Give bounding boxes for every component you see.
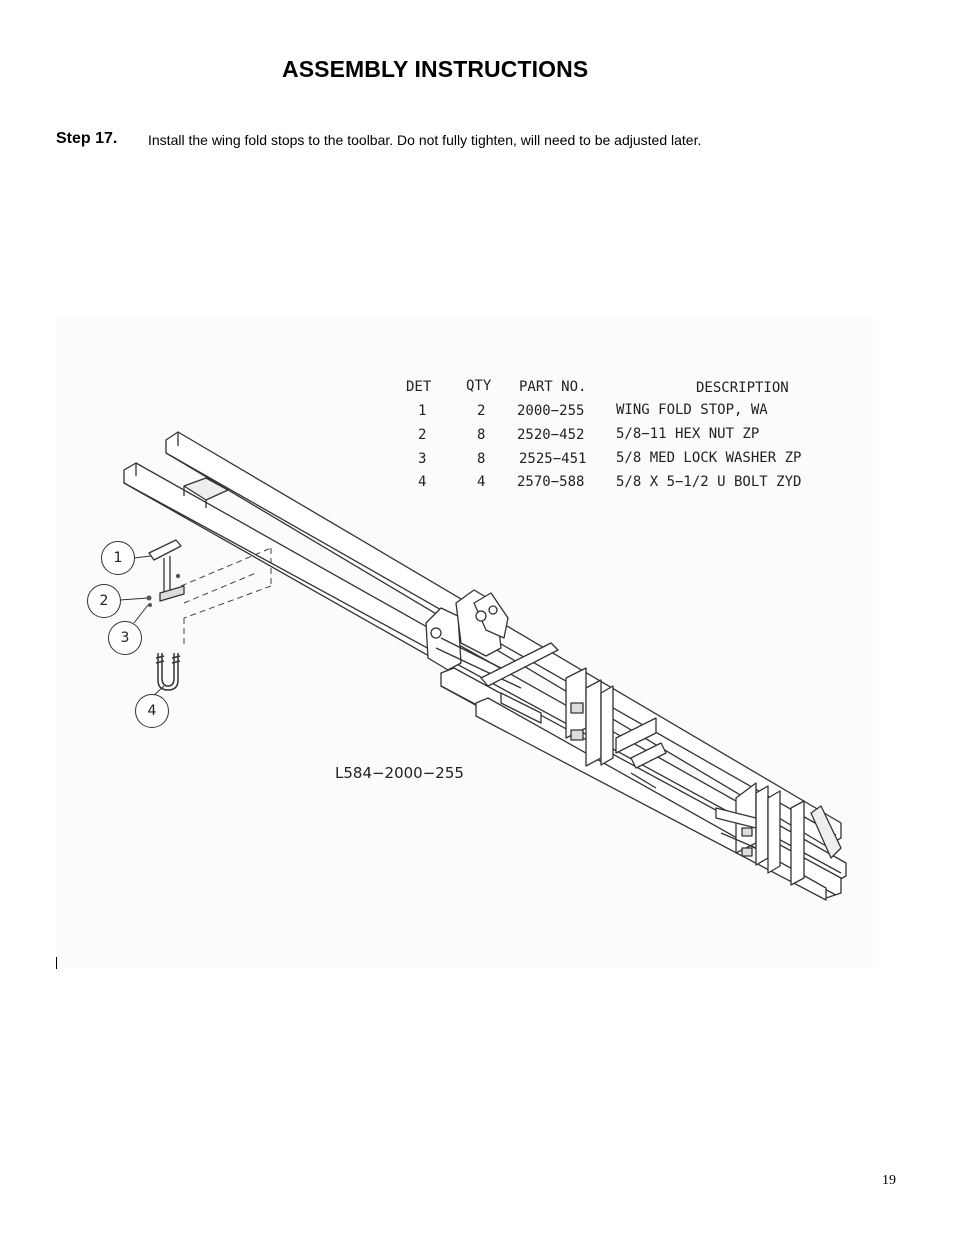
- table-cell: WING FOLD STOP, WA: [616, 402, 768, 418]
- column-header-description: DESCRIPTION: [696, 380, 789, 396]
- column-header-qty: QTY: [466, 378, 492, 394]
- u-bolt-detail: [155, 653, 181, 691]
- assembly-diagram: DET QTY PART NO. DESCRIPTION 1 2 2000−25…: [56, 318, 873, 968]
- table-cell: 2: [477, 403, 486, 419]
- column-header-part-no: PART NO.: [519, 379, 587, 395]
- hinge-brackets: [425, 589, 522, 689]
- margin-mark: [56, 957, 57, 969]
- page-title: ASSEMBLY INSTRUCTIONS: [282, 56, 589, 82]
- table-cell: 2525−451: [519, 451, 587, 467]
- table-cell: 8: [477, 451, 486, 467]
- table-cell: 2570−588: [517, 474, 585, 490]
- table-cell: 5/8−11 HEX NUT ZP: [616, 426, 760, 442]
- clamp-plates: [480, 642, 667, 789]
- table-cell: 8: [477, 427, 486, 443]
- table-cell: 4: [418, 474, 427, 490]
- table-cell: 2: [418, 427, 427, 443]
- table-cell: 2000−255: [517, 403, 585, 419]
- table-cell: 5/8 X 5−1/2 U BOLT ZYD: [616, 474, 802, 490]
- drawing-number: L584−2000−255: [335, 764, 464, 782]
- toolbar-drawing: [119, 431, 847, 901]
- table-cell: 1: [418, 403, 427, 419]
- step-instruction: Install the wing fold stops to the toolb…: [148, 132, 702, 148]
- callout-1: 1: [101, 541, 135, 575]
- callout-2: 2: [87, 584, 121, 618]
- clamp-plates-right: [715, 782, 842, 886]
- page-number: 19: [882, 1173, 896, 1188]
- table-cell: 4: [477, 474, 486, 490]
- step-label: Step 17.: [56, 130, 118, 147]
- table-cell: 2520−452: [517, 427, 585, 443]
- upper-tube: [165, 431, 842, 847]
- table-cell: 3: [418, 451, 427, 467]
- callout-4: 4: [135, 694, 169, 728]
- callout-3: 3: [108, 621, 142, 655]
- wing-fold-stop-detail: [148, 539, 185, 602]
- column-header-det: DET: [406, 379, 432, 395]
- table-cell: 5/8 MED LOCK WASHER ZP: [616, 450, 802, 466]
